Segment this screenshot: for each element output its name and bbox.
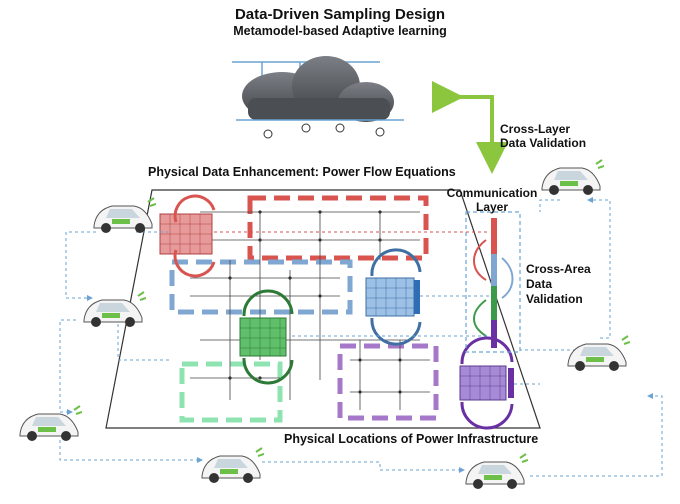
purple-zone (337, 343, 439, 421)
physical-locations-label: Physical Locations of Power Infrastructu… (284, 432, 539, 446)
physical-enhancement-label: Physical Data Enhancement: Power Flow Eq… (148, 165, 456, 179)
electric-car-icon (465, 453, 528, 489)
mint-zone (179, 361, 283, 423)
grid-matrix-icon (459, 365, 514, 401)
cross-layer-label: Cross-Layer Data Validation (500, 122, 587, 150)
electric-car-icon (541, 159, 604, 195)
grid-matrix-icon (239, 317, 287, 357)
blue-zone (169, 259, 353, 315)
diagram-title: Data-Driven Sampling Design (234, 6, 446, 23)
cloud-icon (232, 56, 404, 139)
vehicle-links (59, 197, 663, 477)
electric-car-icon (83, 291, 146, 327)
cross-area-label: Cross-Area Data Validation (526, 262, 591, 306)
electric-car-icon (567, 335, 630, 371)
communication-layer-box (465, 211, 521, 353)
electric-car-icon (19, 405, 82, 441)
grid-matrix-icon (365, 277, 420, 317)
network-nodes (228, 210, 402, 394)
red-zone (247, 195, 429, 261)
electric-car-icon (201, 447, 264, 483)
grid-matrix-icon (159, 213, 213, 255)
electric-car-icon (93, 197, 156, 233)
diagram-subtitle: Metamodel-based Adaptive learning (233, 24, 447, 38)
communication-layer-label: Communication Layer (446, 186, 538, 214)
physical-plane (105, 189, 541, 429)
